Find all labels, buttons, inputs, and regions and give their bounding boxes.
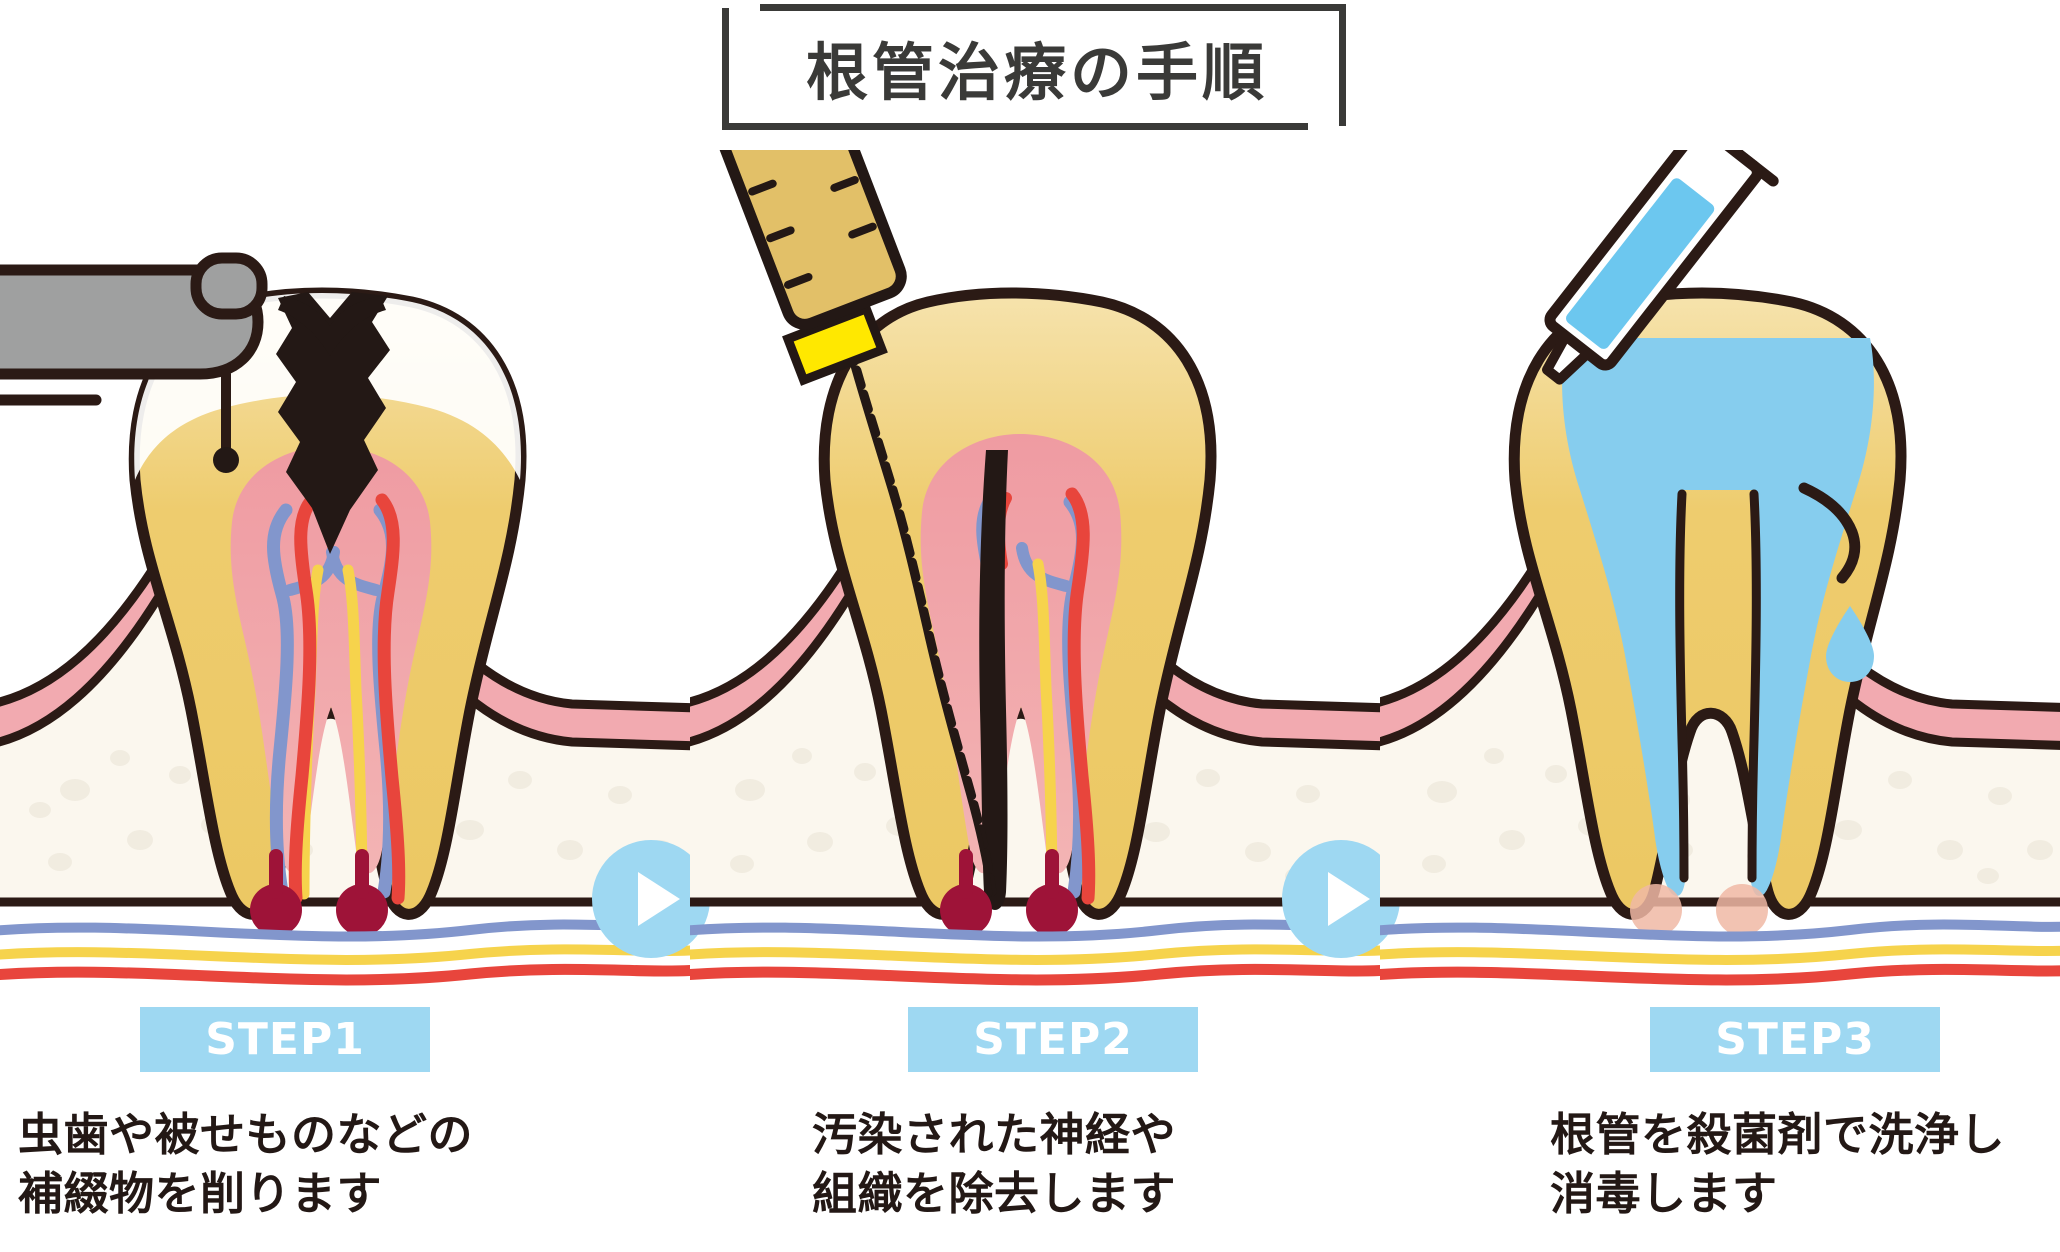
instrumented-canal [979,450,1008,910]
endodontic-file-icon [711,150,997,897]
step-caption-3: 根管を殺菌剤で洗浄し 消毒します [1550,1105,2005,1224]
title-border-left [722,8,729,130]
bone-vessel-lines [1380,919,2060,986]
step-column-1: STEP1 虫歯や被せものなどの 補綴物を削ります [0,150,690,1252]
arrow-2 [1282,840,1400,958]
step3-illustration [1380,150,2060,1000]
step-badge-1: STEP1 [140,1007,430,1072]
periapical-lesions [940,849,1078,936]
step-caption-2-line-1: 汚染された神経や [812,1108,1177,1161]
step-badge-3: STEP3 [1650,1007,1940,1072]
title-border-top [760,4,1346,11]
periapical-lesions-healing [1630,884,1768,936]
title-frame [722,4,1346,130]
step-caption-1: 虫歯や被せものなどの 補綴物を削ります [18,1105,473,1224]
step-column-2: STEP2 汚染された神経や 組織を除去します [690,150,1380,1252]
step-caption-3-line-2: 消毒します [1550,1167,1778,1221]
page-title-box: 根管治療の手順 [722,4,1346,130]
play-arrow-icon [1282,840,1400,958]
bone-vessel-lines [0,919,690,986]
step-column-3: STEP3 根管を殺菌剤で洗浄し 消毒します [1380,150,2060,1252]
page-title: 根管治療の手順 [805,36,1268,109]
steps-container: STEP1 虫歯や被せものなどの 補綴物を削ります [0,150,2060,1252]
droplet-icon [1826,606,1874,682]
vessels-and-nerves [267,493,406,905]
step2-illustration [690,150,1380,1000]
bone-vessel-lines [690,919,1380,986]
arrow-1 [592,840,710,958]
step-badge-2: STEP2 [908,1007,1198,1072]
periapical-lesions [250,849,388,936]
step-caption-2-line-2: 組織を除去します [812,1167,1177,1221]
irrigant-filled-canal [1562,338,1874,896]
canal-outline [1675,489,1761,883]
step-caption-1-line-1: 虫歯や被せものなどの [18,1108,474,1161]
step-caption-2: 汚染された神経や 組織を除去します [812,1105,1176,1224]
caries-cavity [276,292,390,554]
step-caption-3-line-1: 根管を殺菌剤で洗浄し [1550,1108,2006,1161]
play-arrow-icon [592,840,710,958]
dental-drill-icon [0,252,268,473]
step-caption-1-line-2: 補綴物を削ります [18,1167,383,1221]
syringe-needle [1798,482,1861,584]
syringe-icon [1542,150,1779,385]
step1-illustration [0,150,690,1000]
title-border-bottom [722,123,1308,130]
title-border-right [1339,4,1346,126]
